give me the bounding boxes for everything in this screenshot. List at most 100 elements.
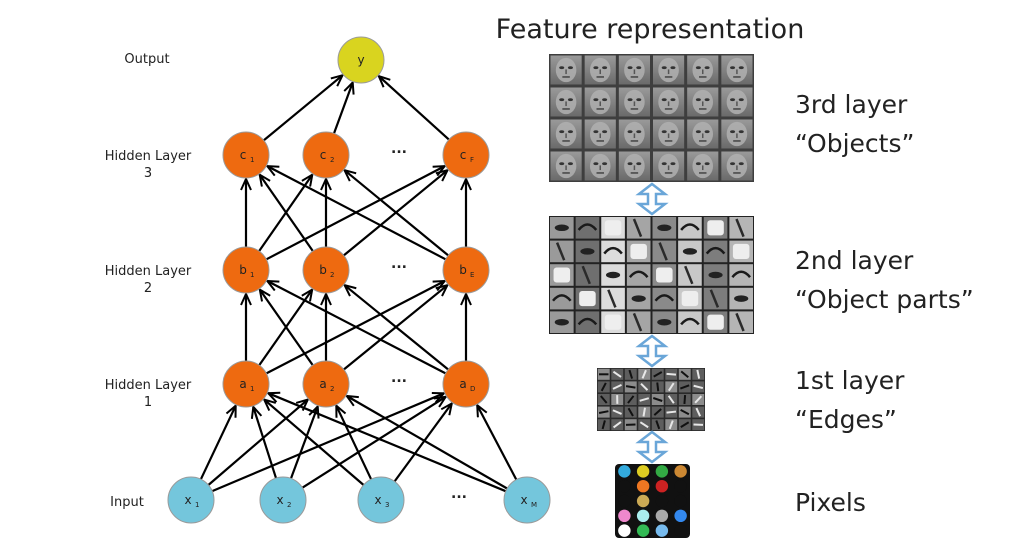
part-filter-tile	[729, 217, 753, 239]
connection-arrow	[345, 285, 449, 371]
edge-filter-tile	[678, 406, 691, 418]
face-filter-tile	[721, 55, 753, 85]
part-filters-image	[549, 216, 754, 334]
face-panel-bg	[549, 54, 754, 182]
node-circle	[503, 476, 551, 524]
edge-filter-tile	[692, 381, 705, 393]
layer-label-hidden-2-line2: 2	[144, 281, 152, 296]
connection-arrow	[345, 170, 449, 257]
face-filter-tile	[687, 119, 719, 149]
layer-label-output: Output	[124, 52, 169, 67]
edge-filter-tile	[624, 394, 637, 405]
node-label: b	[459, 263, 467, 277]
face-filter-tile	[584, 87, 616, 117]
network-connections	[199, 75, 518, 493]
face-filter-tile	[653, 87, 685, 117]
part-filter-tile	[703, 217, 728, 239]
node-label: c	[320, 148, 327, 162]
part-filter-tile	[703, 287, 728, 310]
part-filter-tile	[550, 217, 574, 239]
connection-arrow	[347, 396, 508, 490]
node-label: c	[460, 148, 467, 162]
node-subscript: 1	[195, 501, 199, 509]
node-label: a	[239, 377, 246, 391]
node-label: a	[459, 377, 466, 391]
level-label-pixels: Pixels	[795, 488, 866, 517]
level-3-line2: “Objects”	[795, 129, 914, 158]
node-subscript: F	[470, 156, 474, 164]
edge-filter-tile	[638, 419, 651, 431]
edge-filter-tile	[611, 406, 624, 418]
part-filter-tile	[729, 287, 753, 310]
part-filter-tile	[703, 311, 728, 333]
part-filter-tile	[652, 311, 677, 333]
face-filter-tile	[721, 87, 753, 117]
connection-arrow	[379, 76, 450, 141]
part-filter-tile	[575, 240, 600, 263]
part-filter-tile	[601, 264, 625, 286]
connection-arrow	[289, 407, 318, 479]
node-subscript: 2	[330, 385, 334, 393]
edge-filter-tile	[665, 419, 678, 431]
edge-filter-tile	[638, 368, 651, 380]
edge-filter-tile	[597, 381, 610, 393]
pixel-grid-image	[615, 464, 690, 538]
part-filter-tile	[678, 287, 702, 310]
part-filter-tile	[601, 311, 625, 333]
edge-filter-tile	[651, 394, 664, 405]
layer-label-input-line1: Input	[110, 495, 144, 510]
pixel-dot	[636, 465, 650, 478]
face-filter-tile	[618, 87, 650, 117]
node-subscript: 3	[385, 501, 389, 509]
node-label: x	[374, 493, 381, 507]
face-filter-tile	[618, 55, 650, 85]
face-filters-image	[549, 54, 754, 182]
face-filter-tile	[550, 119, 582, 149]
layer-ellipsis: ...	[391, 141, 407, 157]
level-label-1st-layer: 1st layer “Edges”	[795, 366, 905, 434]
part-filter-tile	[626, 240, 651, 263]
edge-filter-tile	[597, 368, 610, 380]
node-subscript: 1	[250, 385, 254, 393]
edge-filter-tile	[638, 406, 651, 418]
level-label-3rd-layer: 3rd layer “Objects”	[795, 90, 914, 158]
node-label: b	[239, 263, 247, 277]
part-filter-tile	[575, 287, 600, 310]
face-filter-tile	[721, 151, 753, 181]
node-subscript: 2	[330, 156, 334, 164]
pixel-dot	[655, 465, 669, 478]
part-filter-tile	[678, 240, 702, 263]
connection-arrow	[253, 407, 278, 479]
pixel-dot	[655, 494, 669, 508]
face-filter-tile	[584, 55, 616, 85]
connection-arrow	[262, 75, 343, 142]
part-filter-tile	[575, 217, 600, 239]
edge-filter-tile	[692, 368, 705, 380]
node-label: x	[520, 493, 527, 507]
face-filter-tile	[721, 119, 753, 149]
part-filter-tile	[652, 240, 677, 263]
node-subscript: 2	[330, 271, 334, 279]
connection-arrow	[260, 290, 314, 366]
face-filter-tile	[550, 87, 582, 117]
part-filter-tile	[652, 287, 677, 310]
node-label: b	[319, 263, 327, 277]
part-filter-tile	[703, 240, 728, 263]
double-arrow-icon	[635, 430, 669, 464]
level-0-line1: Pixels	[795, 488, 866, 517]
layer-label-hidden-2: Hidden Layer 2	[105, 264, 192, 296]
face-filter-tile	[584, 119, 616, 149]
connection-arrow	[477, 405, 518, 481]
pixel-dot	[636, 494, 650, 508]
feature-representation-title: Feature representation	[496, 14, 805, 45]
pixel-dot	[636, 509, 650, 523]
face-filter-tile	[653, 55, 685, 85]
pixel-dot	[655, 479, 669, 493]
connection-arrow	[211, 393, 444, 493]
